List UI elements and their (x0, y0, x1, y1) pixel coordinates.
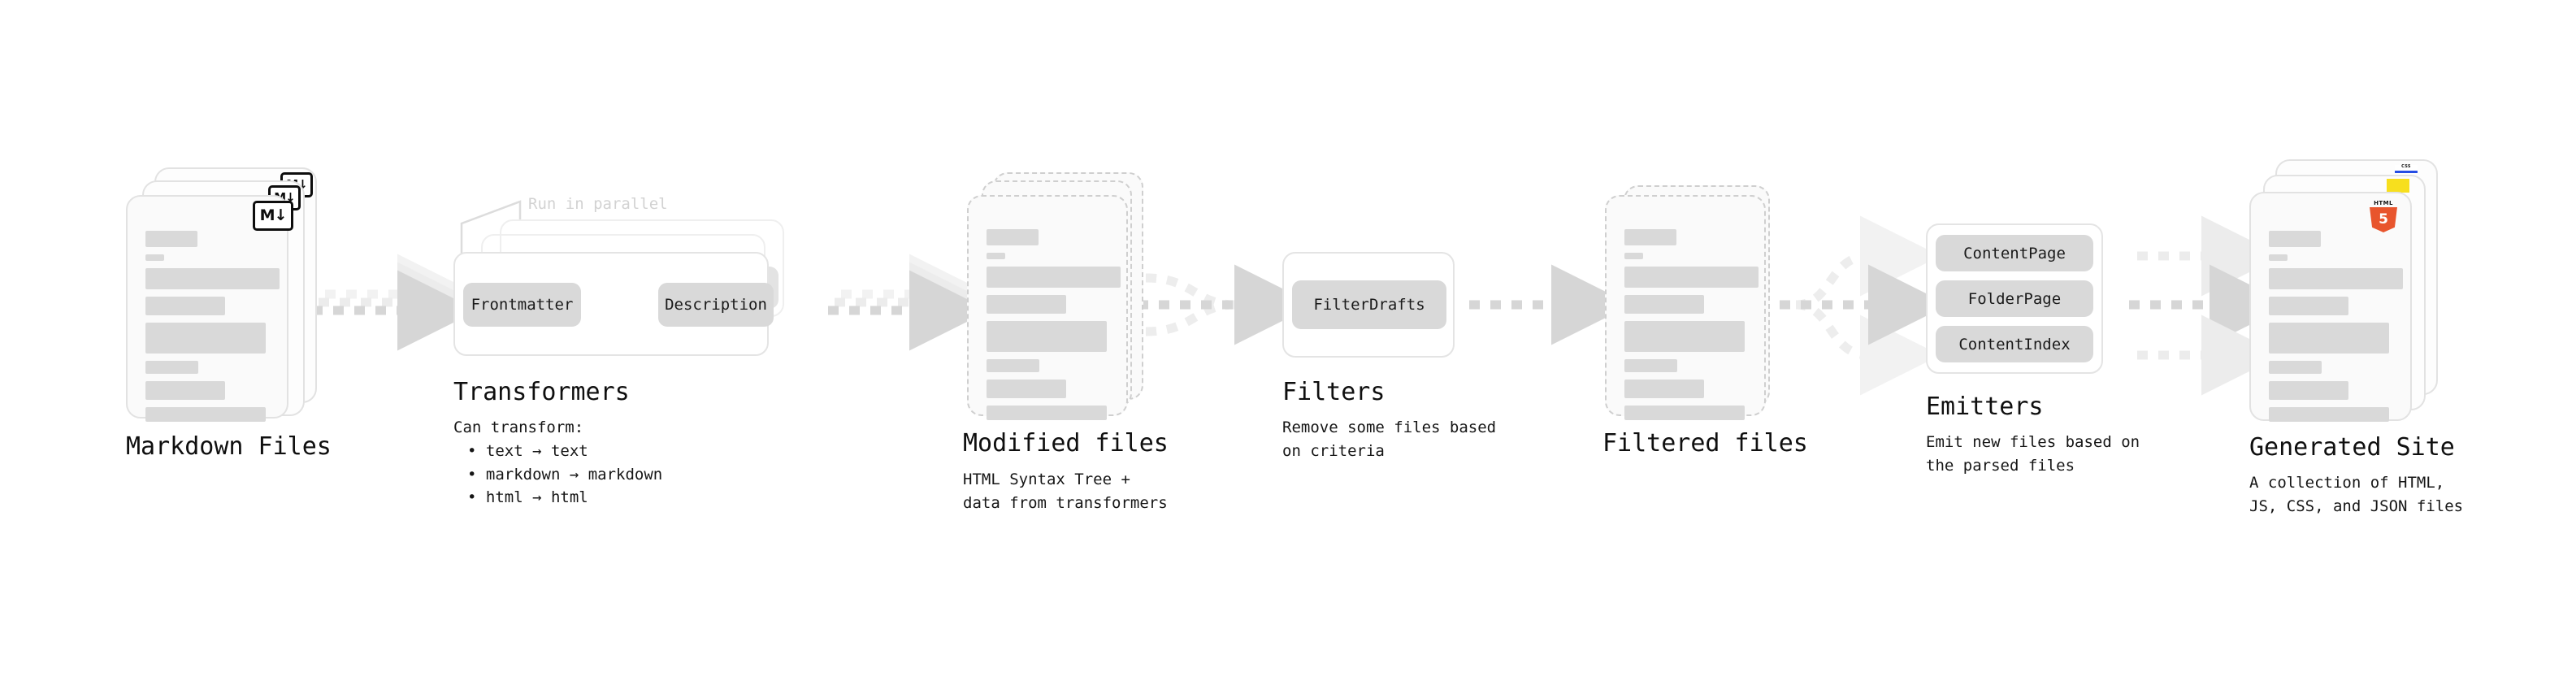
modified-card-front (967, 195, 1128, 420)
content-bar (2269, 231, 2321, 247)
transformer-pill-description[interactable]: Description (658, 283, 774, 327)
modified-card-content (969, 197, 1126, 420)
markdown-icon: M↓ (253, 201, 293, 231)
run-in-parallel-note: Run in parallel (528, 195, 668, 213)
arrow-transformers-to-modified (828, 254, 990, 351)
transformer-bullet-0: • text → text (467, 442, 588, 460)
content-bar (145, 254, 164, 261)
html5-icon: HTML (2370, 200, 2397, 232)
emitter-pill-contentindex[interactable]: ContentIndex (1936, 326, 2093, 362)
markdown-card-front (126, 195, 288, 422)
content-bar (145, 407, 266, 422)
content-bar (1624, 253, 1643, 259)
markdown-card-content (128, 197, 287, 422)
content-bar (2269, 268, 2403, 289)
emitter-pill-contentpage[interactable]: ContentPage (1936, 235, 2093, 271)
content-bar (987, 406, 1107, 420)
html5-icon-shield (2370, 207, 2397, 232)
stage-title-markdown-files: Markdown Files (126, 432, 332, 461)
content-bar (145, 381, 225, 400)
stage-description-emitters: Emit new files based on the parsed files (1926, 433, 2140, 475)
content-bar (987, 359, 1039, 372)
content-bar (1624, 295, 1704, 314)
stage-title-filters: Filters (1282, 378, 1386, 406)
stage-title-transformers: Transformers (453, 378, 630, 406)
site-card-content (2251, 193, 2410, 422)
content-bar (2269, 407, 2389, 422)
stage-title-generated-site: Generated Site (2249, 433, 2455, 462)
content-bar (2269, 361, 2322, 374)
stage-description-transformers: Can transform: (453, 419, 584, 436)
content-bar (1624, 380, 1704, 398)
content-bar (2269, 323, 2389, 354)
site-card-front (2249, 192, 2412, 422)
content-bar (145, 361, 198, 374)
content-bar (145, 323, 266, 354)
content-bar (145, 231, 197, 247)
content-bar (1624, 406, 1745, 420)
stage-description-generated-site: A collection of HTML, JS, CSS, and JSON … (2249, 474, 2464, 515)
content-bar (2269, 381, 2348, 400)
css-icon: CSS (2395, 164, 2418, 173)
stage-title-modified-files: Modified files (963, 429, 1169, 458)
filter-pill-filterdrafts[interactable]: FilterDrafts (1292, 280, 1446, 329)
stage-description-filters: Remove some files based on criteria (1282, 419, 1497, 460)
content-bar (987, 321, 1107, 352)
content-bar (1624, 359, 1677, 372)
stage-generated-site: CSS HTML Generated Site A collection of … (0, 0, 2463, 515)
content-bar (1624, 229, 1676, 245)
css-icon-label: CSS (2401, 164, 2411, 169)
arrow-markdown-to-transformers (312, 254, 478, 351)
arrow-filtered-to-emitters (1780, 215, 1949, 396)
arrow-emitters-to-site (2129, 215, 2290, 396)
content-bar (1624, 267, 1759, 288)
content-bar (2269, 254, 2288, 261)
arrow-modified-to-filters (1138, 264, 1315, 345)
content-bar (145, 297, 225, 315)
content-bar (987, 380, 1066, 398)
content-bar (987, 253, 1005, 259)
transformer-pill-frontmatter[interactable]: Frontmatter (463, 283, 581, 327)
content-bar (987, 295, 1066, 314)
transformer-bullet-1: • markdown → markdown (467, 466, 663, 484)
content-bar (1624, 321, 1745, 352)
js-icon (2387, 179, 2409, 193)
content-bar (145, 268, 280, 289)
html5-icon-wordmark: HTML (2374, 200, 2393, 206)
content-bar (2269, 297, 2348, 315)
stage-description-modified-files: HTML Syntax Tree + data from transformer… (963, 471, 1168, 512)
stage-title-emitters: Emitters (1926, 393, 2044, 421)
emitter-pill-folderpage[interactable]: FolderPage (1936, 280, 2093, 317)
stage-title-filtered-files: Filtered files (1602, 429, 1808, 458)
filtered-card-front (1605, 195, 1766, 420)
css-icon-bar (2395, 171, 2418, 173)
content-bar (987, 229, 1039, 245)
filtered-card-content (1607, 197, 1764, 420)
transformer-bullet-2: • html → html (467, 488, 588, 506)
content-bar (987, 267, 1121, 288)
